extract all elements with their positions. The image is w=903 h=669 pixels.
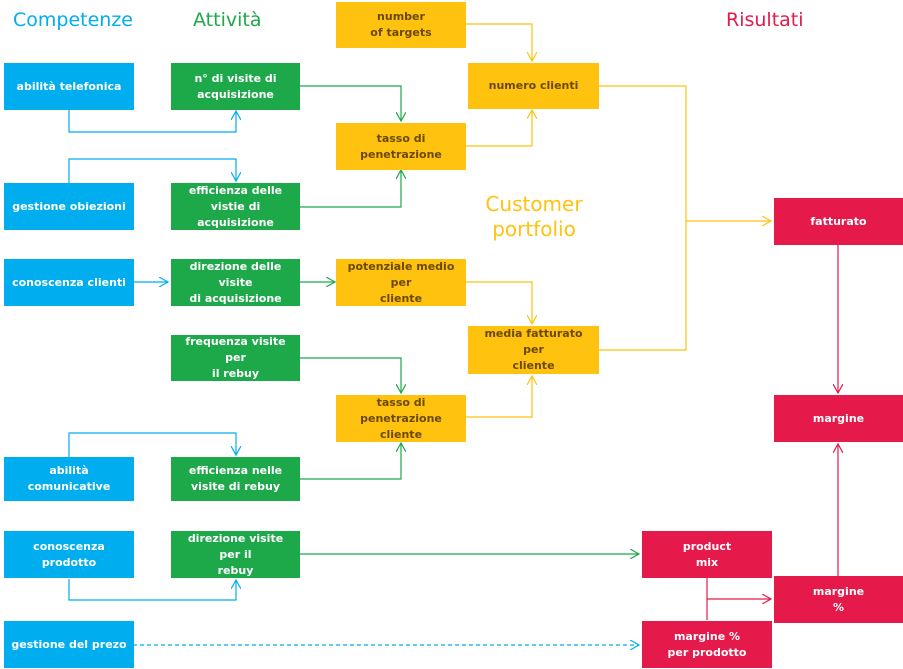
- link-targets-numero: [465, 23, 532, 61]
- link-media-fatturato: [598, 221, 687, 351]
- portfolio-numero-clienti: numero clienti: [468, 63, 599, 109]
- risultato-fatturato: fatturato: [774, 198, 903, 245]
- portfolio-media-fatturato: media fatturato per cliente: [468, 326, 599, 374]
- attivita-efficienza-visite-rebuy: efficienza nelle visite di rebuy: [171, 457, 300, 501]
- competenza-abilita-telefonica: abilità telefonica: [4, 63, 134, 110]
- competenza-abilita-comunicative: abilità comunicative: [4, 457, 134, 501]
- link-efficienza-tasso: [299, 170, 401, 208]
- competenza-conoscenza-prodotto: conoscenza prodotto: [4, 531, 134, 578]
- risultato-product-mix: product mix: [642, 531, 772, 578]
- link-visite-tasso: [299, 85, 401, 121]
- risultato-margine: margine: [774, 395, 903, 442]
- competenza-gestione-prezzo: gestione del prezo: [4, 621, 134, 668]
- link-rebuy-tasso-cliente: [299, 443, 401, 480]
- link-tasso-cliente-media: [465, 376, 532, 418]
- attivita-visite-acquisizione: n° di visite di acquisizione: [171, 63, 300, 110]
- link-frequenza-tasso-cliente: [299, 357, 401, 393]
- portfolio-potenziale-medio: potenziale medio per cliente: [336, 259, 466, 306]
- header-competenze: Competenze: [13, 9, 133, 31]
- link-comunicative-rebuy: [68, 432, 236, 457]
- link-numero-fatturato: [598, 85, 687, 221]
- link-potenziale-media: [465, 281, 532, 324]
- attivita-efficienza-visite-acquisizione: efficienza delle vistie di acquisizione: [171, 183, 300, 230]
- attivita-direzione-visite-acquisizione: direzione delle visite di acquisizione: [171, 259, 300, 306]
- header-risultati: Risultati: [726, 9, 804, 31]
- risultato-margine-percentuale: margine %: [774, 576, 903, 623]
- competenza-conoscenza-clienti: conoscenza clienti: [4, 259, 134, 306]
- competenza-gestione-obiezioni: gestione obiezioni: [4, 183, 134, 230]
- attivita-frequenza-visite-rebuy: frequenza visite per il rebuy: [171, 335, 300, 381]
- header-attivita: Attività: [193, 9, 262, 31]
- link-tasso-numero: [465, 110, 532, 147]
- label-customer-portfolio: Customer portfolio: [485, 192, 583, 241]
- portfolio-tasso-penetrazione: tasso di penetrazione: [336, 123, 466, 170]
- link-obiezioni-efficienza: [68, 158, 236, 183]
- attivita-direzione-visite-rebuy: direzione visite per il rebuy: [171, 531, 300, 578]
- portfolio-number-of-targets: number of targets: [336, 2, 466, 48]
- portfolio-tasso-penetrazione-cliente: tasso di penetrazione cliente: [336, 395, 466, 442]
- link-telefonica-visite: [68, 110, 236, 133]
- link-prodotto-direzione-rebuy: [68, 579, 236, 601]
- risultato-margine-per-prodotto: margine % per prodotto: [642, 621, 772, 668]
